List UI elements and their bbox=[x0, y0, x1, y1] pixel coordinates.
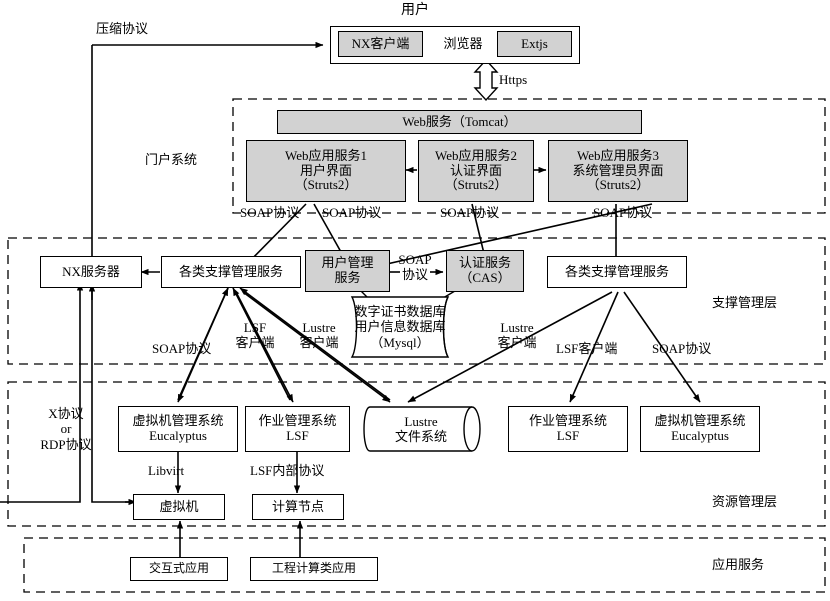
support-service-right-box[interactable]: 各类支撑管理服务 bbox=[547, 256, 687, 288]
label-soap-middle: SOAP 协议 bbox=[398, 252, 432, 283]
arrow-support-right-to-vmmgmt-right bbox=[623, 291, 701, 403]
compression-protocol-line bbox=[91, 45, 130, 503]
tomcat-web-service-box[interactable]: Web服务（Tomcat） bbox=[277, 110, 642, 134]
eworks-logo: works bbox=[740, 566, 826, 596]
web-app-1-line-3: （Struts2） bbox=[294, 177, 358, 193]
interactive-application-box[interactable]: 交互式应用 bbox=[130, 557, 228, 581]
lustre-client-right-line-1: Lustre bbox=[500, 320, 534, 335]
browser-label: 浏览器 bbox=[443, 36, 483, 51]
arrow-support-left-to-lsf-box bbox=[235, 291, 294, 403]
web-app-2-line-2: 认证界面 bbox=[449, 162, 502, 178]
web-app-3-line-1: Web应用服务3 bbox=[577, 147, 659, 163]
eworks-logo-icon: works bbox=[740, 566, 830, 601]
lustre-filesystem-cylinder[interactable]: Lustre 文件系统 bbox=[357, 406, 485, 452]
label-soap-3: SOAP协议 bbox=[440, 205, 500, 220]
user-mgmt-line-1: 用户管理 bbox=[321, 255, 374, 271]
user-management-service-box[interactable]: 用户管理 服务 bbox=[305, 250, 390, 292]
arrow-support-right-to-lsf-right bbox=[569, 291, 619, 403]
vm-mgmt-right-line-2: Eucalyptus bbox=[671, 428, 729, 443]
lustre-client-left-line-2: 客户端 bbox=[299, 335, 339, 351]
label-soap-4: SOAP协议 bbox=[593, 205, 653, 220]
resource-layer-label: 资源管理层 bbox=[712, 494, 778, 509]
application-layer-border bbox=[23, 537, 826, 593]
cylinder-icon bbox=[363, 406, 481, 452]
label-lsf-client-right: LSF客户端 bbox=[556, 341, 618, 356]
database-line-3: （Mysql） bbox=[370, 334, 430, 350]
database-line-2: 用户信息数据库 bbox=[354, 319, 446, 335]
line-lustre-to-support-left bbox=[239, 287, 391, 401]
label-https: Https bbox=[499, 72, 528, 87]
label-soap-left: SOAP协议 bbox=[152, 341, 212, 356]
auth-svc-line-2: （CAS） bbox=[459, 270, 511, 285]
page-title: 用户 bbox=[401, 3, 429, 18]
web-app-service-1-box[interactable]: Web应用服务1 用户界面 （Struts2） bbox=[246, 140, 406, 202]
lustre-client-left-line-1: Lustre bbox=[302, 320, 336, 335]
lustre-fs-line-1: Lustre bbox=[404, 413, 438, 429]
job-mgmt-left-line-2: LSF bbox=[286, 428, 309, 443]
lsf-client-left-line-1: LSF bbox=[243, 320, 267, 335]
compute-node-box[interactable]: 计算节点 bbox=[252, 494, 344, 520]
arrow-support-right-to-lustre bbox=[407, 291, 613, 403]
support-service-left-box[interactable]: 各类支撑管理服务 bbox=[161, 256, 301, 288]
label-lustre-client-left: Lustre 客户端 bbox=[290, 320, 348, 351]
x-rdp-line-3: RDP协议 bbox=[40, 436, 92, 452]
vm-mgmt-left-line-2: Eucalyptus bbox=[149, 428, 207, 443]
label-soap-right: SOAP协议 bbox=[652, 341, 712, 356]
nx-client-box[interactable]: NX客户端 bbox=[338, 31, 423, 57]
auth-service-box[interactable]: 认证服务 （CAS） bbox=[446, 250, 524, 292]
x-rdp-line-1: X协议 bbox=[48, 406, 84, 421]
vm-mgmt-left-line-1: 虚拟机管理系统 bbox=[132, 413, 224, 429]
line-lsf-to-support-left bbox=[232, 287, 291, 401]
https-block-arrow bbox=[473, 58, 499, 102]
user-mgmt-line-2: 服务 bbox=[334, 270, 361, 285]
web-app-service-3-box[interactable]: Web应用服务3 系统管理员界面 （Struts2） bbox=[548, 140, 688, 202]
job-mgmt-right-line-2: LSF bbox=[556, 428, 580, 443]
job-mgmt-right-line-1: 作业管理系统 bbox=[528, 413, 607, 429]
web-app-3-line-3: （Struts2） bbox=[586, 177, 650, 193]
label-soap-middle-line-2: 协议 bbox=[401, 267, 428, 283]
lsf-client-left-line-2: 客户端 bbox=[235, 335, 275, 351]
auth-svc-line-1: 认证服务 bbox=[458, 255, 511, 271]
vm-management-system-left-box[interactable]: 虚拟机管理系统 Eucalyptus bbox=[118, 406, 238, 452]
label-lsf-client-left: LSF 客户端 bbox=[230, 320, 280, 351]
web-app-2-line-3: （Struts2） bbox=[444, 177, 508, 193]
label-soap-middle-line-1: SOAP bbox=[398, 252, 432, 267]
portal-layer-label: 门户系统 bbox=[145, 152, 198, 167]
job-management-system-right-box[interactable]: 作业管理系统 LSF bbox=[508, 406, 628, 452]
web-app-2-line-1: Web应用服务2 bbox=[435, 147, 517, 163]
lustre-fs-line-2: 文件系统 bbox=[394, 429, 447, 444]
arrow-support-left-to-vmmgmt-box bbox=[177, 287, 229, 403]
job-management-system-left-box[interactable]: 作业管理系统 LSF bbox=[245, 406, 350, 452]
arrow-support-left-to-lustre-box bbox=[242, 291, 391, 403]
soap-line-app3-to-usermgmt bbox=[355, 203, 653, 273]
label-lustre-client-right: Lustre 客户端 bbox=[488, 320, 546, 351]
label-libvirt: Libvirt bbox=[148, 463, 185, 478]
database-line-1: 数字证书数据库 bbox=[354, 304, 446, 319]
web-app-3-line-2: 系统管理员界面 bbox=[572, 162, 664, 178]
engineering-application-box[interactable]: 工程计算类应用 bbox=[250, 557, 378, 581]
nx-server-box[interactable]: NX服务器 bbox=[40, 256, 142, 288]
extjs-box[interactable]: Extjs bbox=[497, 31, 572, 57]
support-layer-label: 支撑管理层 bbox=[712, 295, 778, 310]
resource-layer-border bbox=[7, 381, 826, 527]
portal-layer-border bbox=[232, 98, 826, 214]
web-app-service-2-box[interactable]: Web应用服务2 认证界面 （Struts2） bbox=[418, 140, 534, 202]
virtual-machine-box[interactable]: 虚拟机 bbox=[133, 494, 225, 520]
web-app-1-line-2: 用户界面 bbox=[299, 162, 352, 178]
label-soap-1: SOAP协议 bbox=[240, 205, 300, 220]
label-lsf-internal-protocol: LSF内部协议 bbox=[250, 463, 325, 478]
label-soap-2: SOAP协议 bbox=[322, 205, 382, 220]
vm-mgmt-right-line-1: 虚拟机管理系统 bbox=[654, 413, 746, 429]
support-layer-border bbox=[7, 237, 826, 365]
database-icon bbox=[350, 296, 450, 358]
vm-management-system-right-box[interactable]: 虚拟机管理系统 Eucalyptus bbox=[640, 406, 760, 452]
label-compression-protocol: 压缩协议 bbox=[96, 21, 149, 36]
job-mgmt-left-line-1: 作业管理系统 bbox=[258, 413, 337, 429]
label-x-rdp-protocol: X协议 or RDP协议 bbox=[26, 406, 106, 452]
application-layer-label: 应用服务 bbox=[712, 557, 765, 572]
x-rdp-line-2: or bbox=[60, 421, 72, 437]
web-app-1-line-1: Web应用服务1 bbox=[285, 147, 367, 163]
lustre-client-right-line-2: 客户端 bbox=[497, 335, 537, 351]
database-cylinder[interactable]: 数字证书数据库 用户信息数据库 （Mysql） bbox=[338, 296, 462, 358]
